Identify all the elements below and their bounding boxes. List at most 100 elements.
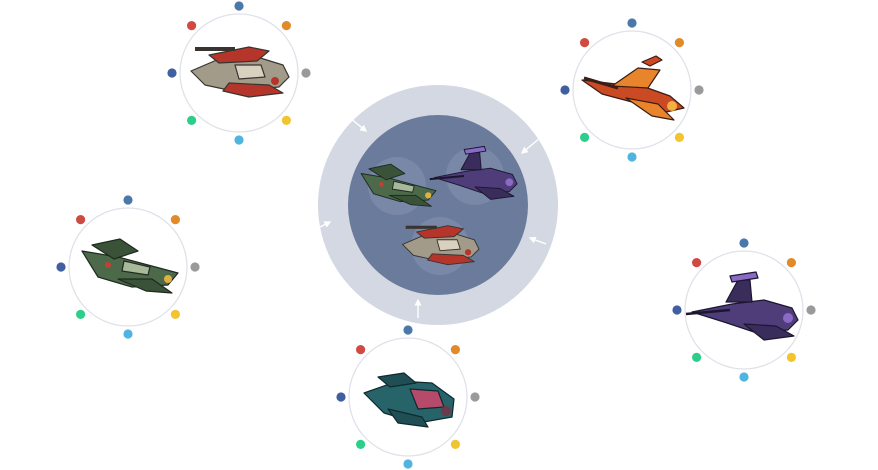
engine bbox=[464, 249, 472, 256]
color-option-dot[interactable] bbox=[692, 258, 702, 268]
tower bbox=[460, 152, 482, 171]
color-option-dot[interactable] bbox=[560, 85, 570, 95]
upper-wing bbox=[208, 46, 270, 64]
color-option-dot[interactable] bbox=[56, 262, 66, 272]
slot-ring bbox=[572, 30, 692, 150]
color-option-dot[interactable] bbox=[739, 372, 749, 382]
transfer-arrow bbox=[349, 117, 368, 132]
color-option-dot[interactable] bbox=[450, 439, 460, 449]
light bbox=[105, 262, 111, 268]
engine bbox=[783, 313, 793, 323]
lower-wing bbox=[388, 194, 432, 207]
color-option-dot[interactable] bbox=[234, 135, 244, 145]
color-option-dot[interactable] bbox=[806, 305, 816, 315]
engine bbox=[441, 406, 451, 416]
hub-ship-gray[interactable] bbox=[402, 225, 480, 266]
color-option-dot[interactable] bbox=[170, 215, 180, 225]
upper-wing bbox=[611, 67, 661, 89]
cockpit bbox=[391, 180, 415, 193]
color-option-dot[interactable] bbox=[190, 262, 200, 272]
tower bbox=[725, 279, 753, 303]
slot-top-left bbox=[167, 1, 311, 145]
color-option-dot[interactable] bbox=[123, 195, 133, 205]
color-option-dot[interactable] bbox=[580, 38, 590, 48]
cockpit bbox=[234, 64, 266, 80]
engine bbox=[271, 77, 279, 85]
color-option-dot[interactable] bbox=[403, 459, 413, 469]
color-option-dot[interactable] bbox=[403, 325, 413, 335]
fin bbox=[641, 55, 663, 67]
engine bbox=[164, 275, 172, 283]
cannon bbox=[405, 225, 437, 229]
color-option-dot[interactable] bbox=[694, 85, 704, 95]
engine bbox=[667, 101, 677, 111]
slot-ring bbox=[68, 207, 188, 327]
hub-ship-green[interactable] bbox=[360, 163, 437, 207]
purple-interceptor-ship[interactable] bbox=[685, 271, 799, 341]
color-option-dot[interactable] bbox=[76, 309, 86, 319]
color-option-dot[interactable] bbox=[674, 38, 685, 48]
color-option-dot[interactable] bbox=[674, 132, 685, 142]
green-stealth-fighter-ship[interactable] bbox=[81, 238, 179, 294]
color-option-dot[interactable] bbox=[356, 345, 366, 355]
cannon bbox=[195, 47, 235, 51]
color-option-dot[interactable] bbox=[281, 21, 291, 31]
slot-bottom bbox=[336, 325, 480, 469]
transfer-arrow bbox=[317, 221, 332, 229]
upper-wing bbox=[377, 372, 417, 388]
engine bbox=[505, 178, 514, 187]
color-option-dot[interactable] bbox=[187, 115, 197, 125]
color-option-dot[interactable] bbox=[786, 352, 797, 362]
red-orange-fighter-ship[interactable] bbox=[581, 55, 685, 121]
light bbox=[379, 182, 384, 187]
lower-wing bbox=[387, 408, 429, 428]
cannon bbox=[429, 175, 465, 181]
color-option-dot[interactable] bbox=[692, 352, 702, 362]
antenna bbox=[729, 271, 759, 283]
slot-top-right bbox=[560, 18, 704, 162]
hub-ship-purple[interactable] bbox=[429, 145, 518, 200]
color-option-dot[interactable] bbox=[739, 238, 749, 248]
hull bbox=[433, 167, 518, 194]
color-option-dot[interactable] bbox=[627, 152, 637, 162]
color-option-dot[interactable] bbox=[170, 309, 180, 319]
upper-wing bbox=[416, 225, 464, 239]
color-option-dot[interactable] bbox=[301, 68, 311, 78]
color-option-dot[interactable] bbox=[356, 439, 366, 449]
slot-right bbox=[672, 238, 816, 382]
hull bbox=[691, 299, 799, 333]
lower-wing bbox=[117, 278, 173, 294]
transfer-arrow bbox=[528, 236, 547, 245]
cannon bbox=[583, 76, 619, 90]
lower-wing bbox=[625, 97, 675, 121]
slot-ring bbox=[179, 13, 299, 133]
color-option-dot[interactable] bbox=[786, 258, 797, 268]
engine bbox=[425, 192, 432, 199]
upper-wing bbox=[91, 238, 139, 260]
color-option-dot[interactable] bbox=[76, 215, 86, 225]
cannon bbox=[685, 308, 731, 316]
color-option-dot[interactable] bbox=[187, 21, 197, 31]
lower-pod bbox=[474, 186, 515, 200]
color-option-dot[interactable] bbox=[234, 1, 244, 11]
color-option-dot[interactable] bbox=[167, 68, 177, 78]
antenna bbox=[463, 145, 487, 155]
color-option-dot[interactable] bbox=[336, 392, 346, 402]
cockpit bbox=[121, 260, 151, 276]
transfer-arrow bbox=[520, 137, 541, 154]
color-option-dot[interactable] bbox=[470, 392, 480, 402]
color-option-dot[interactable] bbox=[281, 115, 291, 125]
cockpit bbox=[436, 239, 461, 252]
upper-wing bbox=[368, 163, 406, 181]
color-option-dot[interactable] bbox=[580, 132, 590, 142]
slot-ring bbox=[684, 250, 804, 370]
slot-left bbox=[56, 195, 200, 339]
lower-wing bbox=[427, 253, 475, 266]
teal-gunship-ship[interactable] bbox=[363, 372, 455, 428]
color-option-dot[interactable] bbox=[123, 329, 133, 339]
color-option-dot[interactable] bbox=[627, 18, 637, 28]
color-option-dot[interactable] bbox=[672, 305, 682, 315]
gray-red-cruiser-ship[interactable] bbox=[190, 46, 290, 98]
color-option-dot[interactable] bbox=[450, 345, 460, 355]
